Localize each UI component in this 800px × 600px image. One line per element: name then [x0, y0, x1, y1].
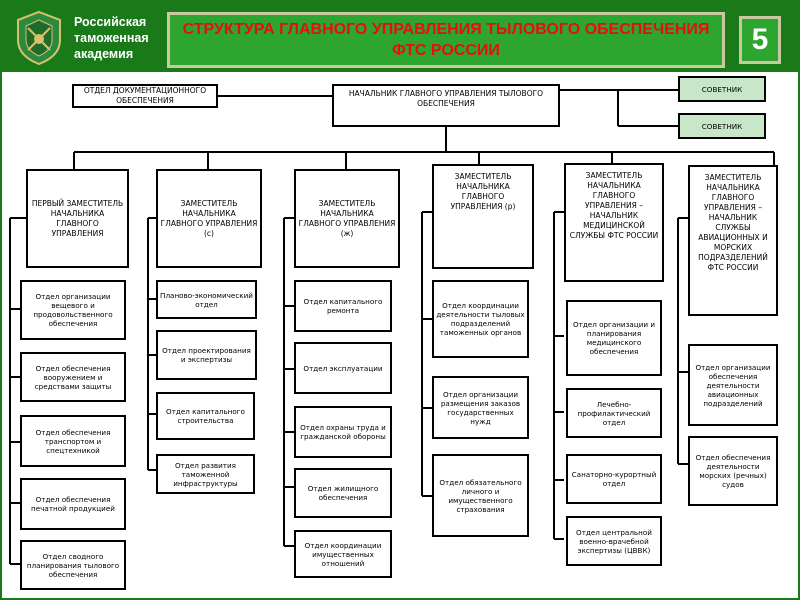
- col2-dept-4: Отдел развития таможенной инфраструктуры: [156, 454, 255, 494]
- col5-dept-4: Отдел центральной военно-врачебной экспе…: [566, 516, 662, 566]
- col4-dept-3: Отдел обязательного личного и имуществен…: [432, 454, 529, 537]
- col3-dept-2: Отдел эксплуатации: [294, 342, 392, 394]
- col1-dept-2: Отдел обеспечения вооружением и средства…: [20, 352, 126, 402]
- doc-dept-box: ОТДЕЛ ДОКУМЕНТАЦИОННОГО ОБЕСПЕЧЕНИЯ: [72, 84, 218, 108]
- slide-title: СТРУКТУРА ГЛАВНОГО УПРАВЛЕНИЯ ТЫЛОВОГО О…: [167, 12, 725, 68]
- col1-dept-3: Отдел обеспечения транспортом и спецтехн…: [20, 415, 126, 467]
- col3-dept-1: Отдел капитального ремонта: [294, 280, 392, 332]
- col2-dept-1: Планово-экономический отдел: [156, 280, 257, 319]
- col3-dept-3: Отдел охраны труда и гражданской обороны: [294, 406, 392, 458]
- advisor-box-1: СОВЕТНИК: [678, 76, 766, 102]
- academy-name: Российская таможенная академия: [74, 15, 149, 61]
- col3-dept-4: Отдел жилищного обеспечения: [294, 468, 392, 518]
- col1-dept-1: Отдел организации вещевого и продовольст…: [20, 280, 126, 340]
- deputy-zh-box: ЗАМЕСТИТЕЛЬ НАЧАЛЬНИКА ГЛАВНОГО УПРАВЛЕН…: [294, 169, 400, 268]
- deputy-medical-box: ЗАМЕСТИТЕЛЬ НАЧАЛЬНИКА ГЛАВНОГО УПРАВЛЕН…: [564, 163, 664, 282]
- connector-lines: [9, 89, 775, 565]
- col5-dept-1: Отдел организации и планирования медицин…: [566, 300, 662, 376]
- col4-dept-2: Отдел организации размещения заказов гос…: [432, 376, 529, 439]
- advisor-box-2: СОВЕТНИК: [678, 113, 766, 139]
- col5-dept-3: Санаторно-курортный отдел: [566, 454, 662, 504]
- org-chart: ОТДЕЛ ДОКУМЕНТАЦИОННОГО ОБЕСПЕЧЕНИЯ НАЧА…: [2, 72, 798, 598]
- col4-dept-1: Отдел координации деятельности тыловых п…: [432, 280, 529, 358]
- deputy-aviation-box: ЗАМЕСТИТЕЛЬ НАЧАЛЬНИКА ГЛАВНОГО УПРАВЛЕН…: [688, 165, 778, 316]
- slide-number: 5: [739, 16, 781, 64]
- col2-dept-2: Отдел проектирования и экспертизы: [156, 330, 257, 380]
- deputy-c-box: ЗАМЕСТИТЕЛЬ НАЧАЛЬНИКА ГЛАВНОГО УПРАВЛЕН…: [156, 169, 262, 268]
- head-box: НАЧАЛЬНИК ГЛАВНОГО УПРАВЛЕНИЯ ТЫЛОВОГО О…: [332, 84, 560, 127]
- col3-dept-5: Отдел координации имущественных отношени…: [294, 530, 392, 578]
- col6-dept-1: Отдел организации обеспечения деятельнос…: [688, 344, 778, 426]
- deputy-first-box: ПЕРВЫЙ ЗАМЕСТИТЕЛЬ НАЧАЛЬНИКА ГЛАВНОГО У…: [26, 169, 129, 268]
- col5-dept-2: Лечебно-профилактический отдел: [566, 388, 662, 438]
- deputy-r-box: ЗАМЕСТИТЕЛЬ НАЧАЛЬНИКА ГЛАВНОГО УПРАВЛЕН…: [432, 164, 534, 269]
- academy-emblem-icon: [14, 10, 64, 66]
- col2-dept-3: Отдел капитального строительства: [156, 392, 255, 440]
- col1-dept-4: Отдел обеспечения печатной продукцией: [20, 478, 126, 530]
- col1-dept-5: Отдел сводного планирования тылового обе…: [20, 540, 126, 590]
- col6-dept-2: Отдел обеспечения деятельности морских (…: [688, 436, 778, 506]
